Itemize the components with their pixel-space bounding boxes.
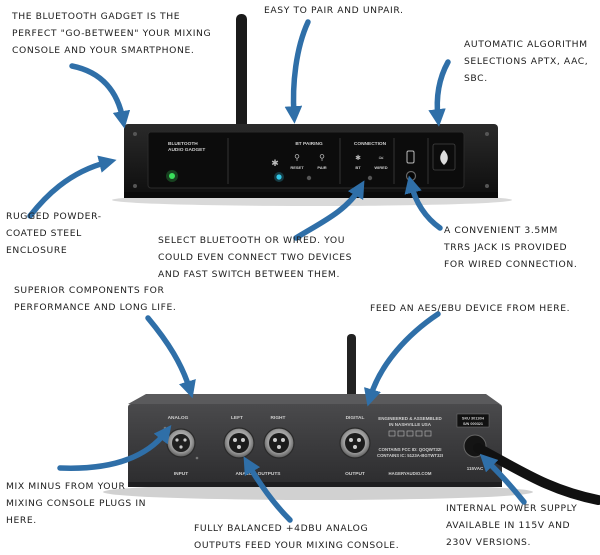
note-go-between: The Bluetooth gadget is the perfect "go-… <box>12 11 212 56</box>
front-antenna <box>236 14 247 140</box>
note-mix-minus: Mix minus from your mixing console plugs… <box>6 481 147 526</box>
front-faceplate <box>147 131 465 189</box>
serial-sticker <box>456 413 490 428</box>
certification-icons <box>388 430 432 437</box>
power-led <box>169 173 175 179</box>
note-algorithm: Automatic algorithm selections aptX, AAC… <box>464 39 589 84</box>
pair-label: PAIR <box>317 165 326 170</box>
input-label: INPUT <box>174 471 188 477</box>
digital-label: DIGITAL <box>346 415 365 421</box>
reset-label: RESET <box>290 165 304 170</box>
connection-label: CONNECTION <box>354 141 387 147</box>
note-components: Superior components for performance and … <box>14 285 177 313</box>
brand-line1: BLUETOOTH <box>168 141 198 147</box>
front-device: BLUETOOTH AUDIO GADGET ✱ BT PAIRING ⚲ ⚲ … <box>112 14 512 206</box>
bluetooth-icon: ✱ <box>271 159 279 169</box>
note-enclosure: Rugged powder-coated steel enclosure <box>6 211 102 256</box>
bt-connection-icon: ✱ <box>355 154 361 162</box>
phone-icon <box>406 150 415 164</box>
note-aes: Feed an AES/EBU device from here. <box>370 303 571 314</box>
note-easy-pair: Easy to pair and unpair. <box>264 5 404 16</box>
fcc-line2: CONTAINS IC: 5123A-BGTWT32I <box>377 453 443 458</box>
right-label: RIGHT <box>271 415 286 421</box>
pair-icon: ⚲ <box>319 153 325 162</box>
website-label: HAGERYAUDIO.COM <box>389 471 432 476</box>
serial-label: S/N 000321 <box>463 422 483 426</box>
bt-pairing-label: BT PAIRING <box>295 141 323 147</box>
note-jack: A convenient 3.5mm TRRS jack is provided… <box>444 225 578 270</box>
note-balanced: Fully balanced +4dBu analog outputs feed… <box>194 523 400 551</box>
trrs-jack[interactable] <box>405 170 417 182</box>
reset-icon: ⚲ <box>294 153 300 162</box>
note-select-bt: Select Bluetooth or wired. You could eve… <box>158 235 353 280</box>
rear-chassis <box>128 404 502 486</box>
sku-label: SKU 30110H <box>462 417 484 421</box>
output-label: OUTPUT <box>345 471 365 477</box>
fcc-line1: CONTAINS FCC ID: QOQWT32I <box>379 447 442 452</box>
bt-status-led <box>276 174 282 180</box>
voltage-label: 115VAC <box>467 466 484 471</box>
left-label: LEFT <box>231 415 243 421</box>
brand-line2: AUDIO GADGET <box>168 147 205 153</box>
engineered-line2: IN NASHVILLE USA <box>389 422 432 427</box>
wired-connection-icon: ≈ <box>378 154 384 162</box>
analog-label: ANALOG <box>168 415 189 421</box>
pairing-button[interactable] <box>306 175 312 181</box>
bt-label: BT <box>355 165 361 170</box>
annotation-arrows <box>27 19 527 523</box>
engineered-line1: ENGINEERED & ASSEMBLED <box>378 416 442 421</box>
connection-button[interactable] <box>367 175 373 181</box>
wired-label: WIRED <box>374 165 387 170</box>
note-power: Internal power supply available in 115V … <box>446 503 578 548</box>
rear-antenna <box>347 334 356 406</box>
